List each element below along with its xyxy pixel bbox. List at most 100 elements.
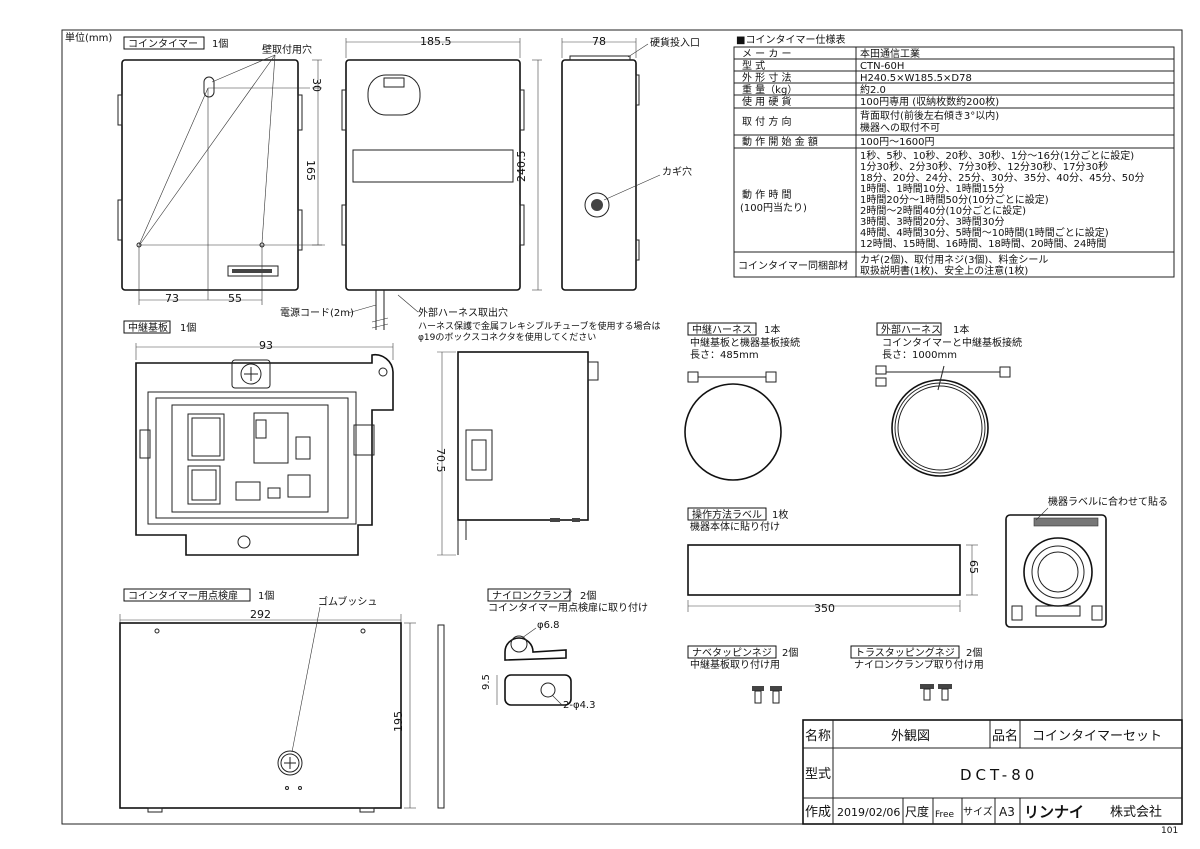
title-date: 2019/02/06: [837, 806, 900, 819]
spec-val-mount-1: 背面取付(前後左右傾き3°以内): [860, 109, 999, 122]
title-product-value: コインタイマーセット: [1032, 729, 1162, 744]
op-label-tag: 操作方法ラベル: [692, 508, 762, 521]
sheet-corner-number: 101: [1161, 826, 1178, 836]
dim-op-label-width-350: 350: [814, 602, 835, 615]
op-label-rect: [687, 544, 961, 596]
relay-harness-length: 長さ：485mm: [690, 349, 759, 361]
relay-board-front-view: [135, 353, 394, 556]
truss-screw-qty: 2個: [966, 646, 982, 659]
pan-screw-tag-box: [687, 645, 777, 659]
coin-timer-tag: コインタイマー: [128, 38, 198, 50]
spec-key-time: 動 作 時 間: [742, 188, 792, 201]
op-label-tag-box: [687, 507, 767, 521]
spec-key-start-amount: 動 作 開 始 金 額: [742, 135, 818, 148]
power-cord-label: 電源コード(2m): [280, 306, 354, 319]
cover-front-view: [119, 622, 402, 813]
spec-key-weight: 重 量（kg）: [742, 83, 797, 96]
spec-time-line-5: 1時間20分〜1時間50分(10分ごとに設定): [860, 193, 1049, 206]
dim-depth-78: 78: [592, 35, 606, 48]
title-model-value: DCT-80: [960, 766, 1038, 784]
spec-title: ■コインタイマー仕様表: [736, 33, 845, 46]
spec-val-accessories-2: 取扱説明書(1枚)、安全上の注意(1枚): [860, 264, 1028, 277]
spec-key-dimensions: 外 形 寸 法: [742, 71, 792, 84]
dim-height-240-5: 240.5: [515, 151, 528, 183]
clamp-illustration: [504, 635, 572, 706]
dim-op-label-height-65: 65: [967, 560, 980, 574]
coin-timer-qty: 1個: [212, 37, 228, 50]
company-logo: リンナイ: [1024, 803, 1084, 821]
ext-harness-qty: 1本: [953, 323, 969, 336]
unit-label: 単位(mm): [65, 31, 112, 44]
ext-harness-tag-box: [876, 322, 942, 336]
title-scale-label: 尺度: [905, 804, 929, 819]
pan-screws-illustration: [752, 686, 782, 704]
spec-key-mount: 取 付 方 向: [742, 115, 792, 128]
relay-board-tag: 中継基板: [128, 321, 168, 334]
ext-harness-illustration: [875, 365, 1011, 477]
pan-screw-desc: 中継基板取り付け用: [690, 658, 780, 671]
harness-out-label: 外部ハーネス取出穴: [418, 306, 508, 319]
spec-key-coin: 使 用 硬 貨: [742, 95, 792, 108]
coin-timer-tag-box: [123, 36, 205, 50]
key-hole-label: カギ穴: [662, 165, 692, 178]
title-size-label: サイズ: [963, 805, 993, 818]
spec-time-line-4: 1時間、1時間10分、1時間15分: [860, 183, 1005, 195]
spec-time-line-2: 1分30秒、2分30秒、7分30秒、12分30秒、17分30秒: [860, 160, 1108, 173]
dim-cover-width-292: 292: [250, 608, 271, 621]
clamp-qty: 2個: [580, 589, 596, 602]
spec-val-coin: 100円専用 (収納枚数約200枚): [860, 95, 999, 108]
spec-val-maker: 本田通信工業: [860, 47, 920, 60]
title-size-value: A3: [999, 805, 1015, 819]
dim-left-73: 73: [165, 292, 179, 305]
spec-time-line-3: 18分、20分、24分、25分、30分、35分、40分、45分、50分: [860, 172, 1145, 184]
dim-width-185-5: 185.5: [420, 35, 452, 48]
spec-key-model: 型 式: [742, 59, 765, 72]
ext-harness-tag: 外部ハーネス: [881, 323, 941, 336]
spec-val-weight: 約2.0: [860, 83, 886, 96]
harness-note-2: φ19のボックスコネクタを使用してください: [418, 331, 596, 343]
relay-harness-desc: 中継基板と機器基板接続: [690, 336, 800, 349]
title-made-label: 作成: [805, 805, 831, 820]
clamp-tag: ナイロンクランプ: [492, 590, 572, 602]
relay-harness-qty: 1本: [764, 323, 780, 336]
sheet-border: [61, 29, 1183, 825]
rubber-bush-label: ゴムブッシュ: [318, 595, 377, 608]
title-product-label: 品名: [992, 728, 1018, 744]
title-block: [802, 719, 1183, 825]
spec-time-line-6: 2時間〜2時間40分(10分ごとに設定): [860, 204, 1026, 217]
relay-harness-tag: 中継ハーネス: [692, 323, 752, 336]
cover-qty: 1個: [258, 589, 274, 602]
truss-screw-tag-box: [850, 645, 960, 659]
truss-screw-tag: トラスタッピングネジ: [855, 646, 955, 659]
spec-val-accessories-1: カギ(2個)、取付用ネジ(3個)、料金シール: [860, 253, 1048, 266]
cover-side-view: [437, 624, 445, 809]
title-model-label: 型式: [805, 767, 831, 782]
dim-hole-pitch-165: 165: [304, 160, 317, 181]
spec-key-time-sub: (100円当たり): [740, 201, 807, 214]
machine-label-note: 機器ラベルに合わせて貼る: [1048, 495, 1168, 508]
dim-top-30: 30: [310, 78, 323, 92]
dim-relay-width-93: 93: [259, 339, 273, 352]
op-label-desc: 機器本体に貼り付け: [690, 520, 780, 533]
wall-holes-label: 壁取付用穴: [262, 43, 312, 56]
op-label-qty: 1枚: [772, 508, 788, 521]
spec-table: [733, 46, 1175, 278]
relay-board-tag-box: [123, 320, 171, 334]
machine-illustration: [1005, 514, 1107, 628]
spec-time-line-8: 4時間、4時間30分、5時間〜10時間(1時間ごとに設定): [860, 226, 1109, 239]
title-name-label: 名称: [805, 728, 831, 744]
dim-right-55: 55: [228, 292, 242, 305]
pan-screw-qty: 2個: [782, 646, 798, 659]
clamp-desc: コインタイマー用点検扉に取り付け: [488, 601, 648, 614]
clamp-tag-box: [487, 588, 571, 602]
cover-tag: コインタイマー用点検扉: [128, 589, 238, 602]
dim-cover-height-195: 195: [392, 711, 405, 732]
spec-val-mount-2: 機器への取付不可: [860, 121, 940, 134]
spec-val-dimensions: H240.5×W185.5×D78: [860, 73, 972, 84]
title-scale-value: Free: [935, 810, 955, 820]
coin-timer-side-view: [561, 55, 640, 291]
pan-screw-tag: ナベタッピンネジ: [692, 647, 772, 659]
coin-slot-label: 硬貨投入口: [650, 36, 700, 49]
